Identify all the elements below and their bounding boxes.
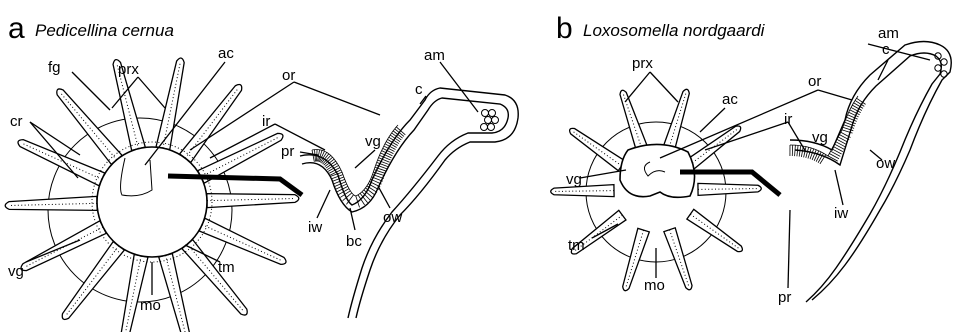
cilia-fringe-a [312, 125, 405, 207]
tentacle-a [182, 240, 247, 315]
label-prx-a: prx [118, 61, 139, 78]
panel-a-letter: a [8, 12, 25, 45]
cilium-a [387, 139, 397, 145]
label-pr-b: pr [778, 289, 791, 306]
panel-b: b Loxosomella nordgaardi [551, 12, 952, 306]
body-wall-inner-a [302, 98, 508, 318]
label-mo-a: mo [140, 297, 161, 314]
label-vg2-a: vg [8, 263, 24, 280]
tentacle-b [664, 228, 692, 290]
label-c-a: c [415, 81, 423, 98]
cilium-b [833, 146, 843, 151]
tentacle-crown-b [551, 89, 780, 290]
cilium-b [838, 137, 848, 142]
cilium-a [389, 137, 399, 143]
cilium-b [806, 147, 809, 158]
label-vg-b: vg [812, 129, 828, 146]
tentacle-a [199, 218, 286, 264]
label-fg-a: fg [48, 59, 61, 76]
tentacle-a [62, 242, 124, 320]
cilium-b [829, 154, 839, 159]
tentacle-b [663, 89, 690, 151]
label-c-b: c [882, 41, 890, 58]
label-vg2-b: vg [566, 171, 582, 188]
cilium-b [836, 142, 846, 147]
label-or-a: or [282, 67, 295, 84]
panel-a-title: Pedicellina cernua [35, 21, 174, 40]
cilium-b [832, 149, 842, 154]
label-ow-a: ow [383, 209, 402, 226]
label-iw-b: iw [834, 205, 848, 222]
cilium-b [837, 139, 847, 144]
label-am-a: am [424, 47, 445, 64]
tentacle-a [156, 58, 184, 149]
tentacle-a [57, 89, 122, 164]
tentacle-b [687, 209, 743, 251]
panel-b-title: Loxosomella nordgaardi [583, 21, 766, 40]
cilium-a [315, 150, 316, 162]
label-ow-b: ow [876, 155, 895, 172]
label-cr-a: cr [10, 113, 23, 130]
atrium-a [97, 147, 207, 257]
tentacle-a [159, 254, 191, 332]
tentacle-b [698, 183, 761, 195]
cilium-b [831, 151, 841, 156]
label-ir-b: ir [784, 111, 792, 128]
cilium-a [380, 155, 391, 160]
tentacle-b [570, 128, 626, 170]
label-tm-b: tm [568, 237, 585, 254]
label-tm-a: tm [218, 259, 235, 276]
label-vg-a: vg [365, 133, 381, 150]
cilium-b [840, 135, 850, 140]
label-prx-b: prx [632, 55, 653, 72]
tentacle-crown-a [5, 58, 302, 332]
panel-a: a Pedicellina cernua [5, 12, 518, 332]
label-ac-b: ac [722, 91, 738, 108]
label-mo-b: mo [644, 277, 665, 294]
cilium-b [795, 145, 796, 156]
panel-b-letter: b [556, 12, 573, 45]
tentacle-a [18, 140, 105, 186]
label-or-b: or [808, 73, 821, 90]
label-ac-a: ac [218, 45, 234, 62]
label-pr-a: pr [281, 143, 294, 160]
tentacle-b [620, 90, 648, 152]
tentacle-a [21, 221, 106, 271]
cilium-b [834, 144, 844, 149]
label-bc-a: bc [346, 233, 362, 250]
tentacle-b [551, 185, 614, 197]
label-am-b: am [878, 25, 899, 42]
cells-am-a [481, 110, 499, 131]
tentacle-section-a [300, 88, 518, 318]
label-ir-a: ir [262, 113, 270, 130]
label-iw-a: iw [308, 219, 322, 236]
